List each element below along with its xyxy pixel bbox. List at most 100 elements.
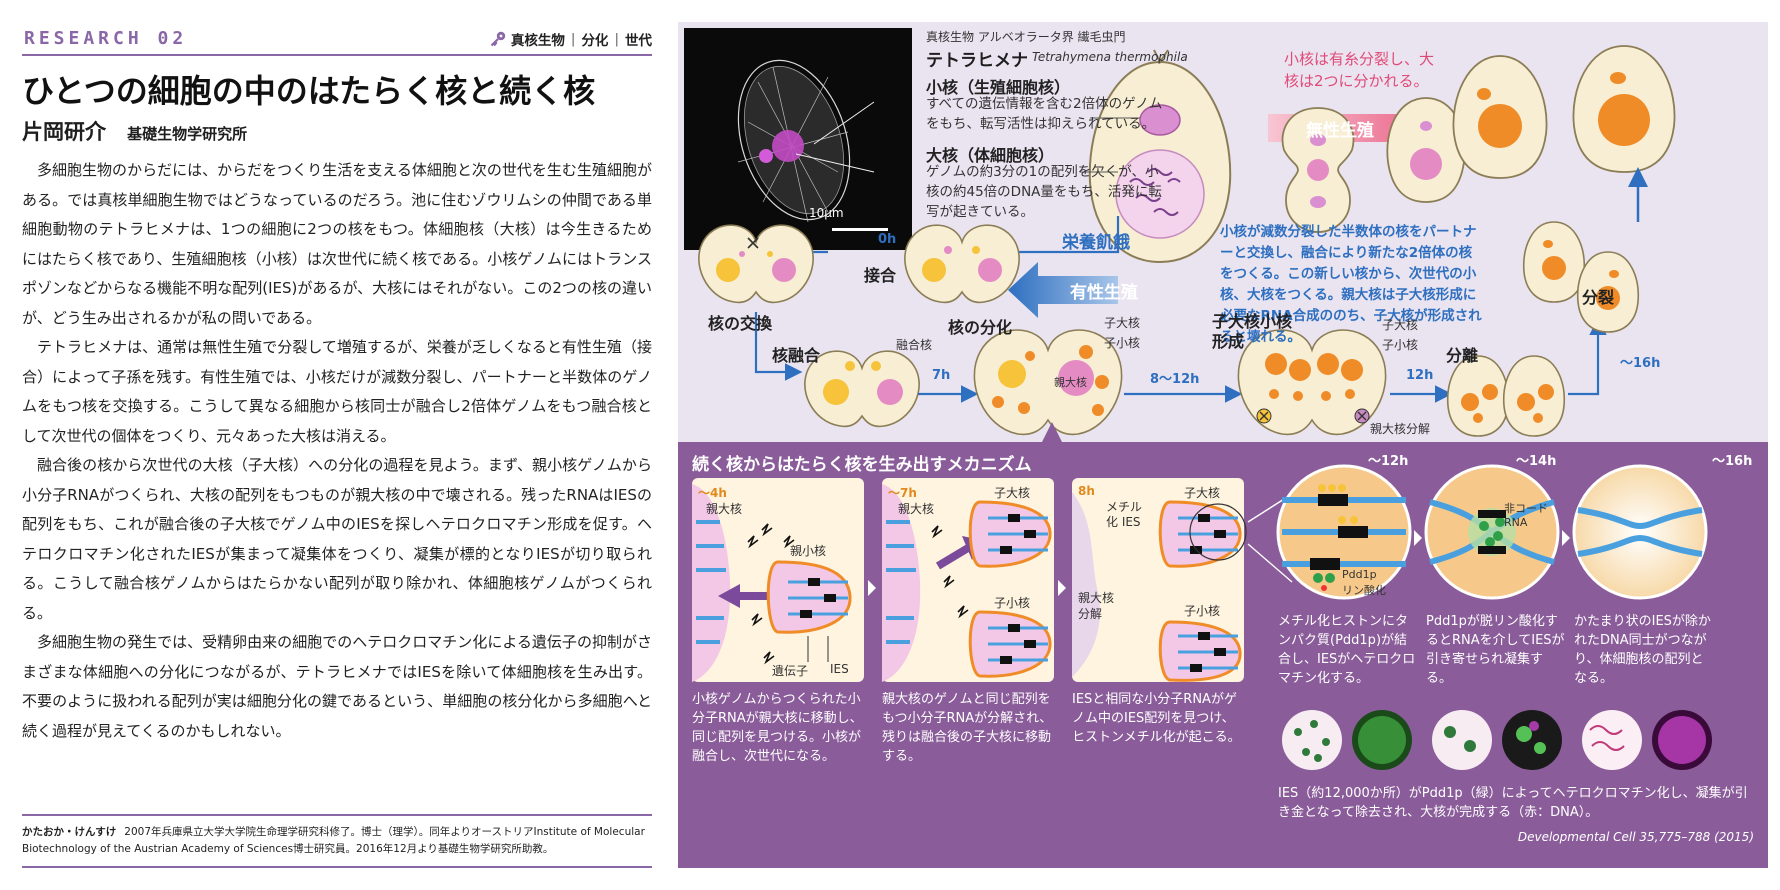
panel2-time: 〜7h xyxy=(888,486,917,500)
circle1-time: 〜12h xyxy=(1368,454,1409,469)
dividing-cell xyxy=(1281,107,1355,233)
paragraph: テトラヒメナは、通常は無性生殖で分裂して増殖するが、栄養が乏しくなると有性生殖（… xyxy=(22,338,652,445)
tag-separator: | xyxy=(614,31,619,47)
stage-conjugation: 接合 xyxy=(864,266,897,285)
zoom-circle-14h xyxy=(1424,464,1560,600)
panel2-parental-macro: 親大核 xyxy=(898,502,935,516)
rna-transfer-arrowhead xyxy=(718,584,740,608)
tag-eukaryote: 真核生物 xyxy=(510,33,565,49)
stage-differentiation: 核の分化 xyxy=(948,318,1013,337)
dna-strands xyxy=(886,520,916,644)
child-micro-label: 子小核 xyxy=(1104,336,1141,350)
panel3-caption: IESと相同な小分子RNAがゲノム中のIES配列を見つけ、ヒストンメチル化が起こ… xyxy=(1072,692,1241,745)
panel1-caption: 小核ゲノムからつくられた小分子RNAが親大核に移動し、同じ配列を見つける。小核が… xyxy=(692,692,863,764)
section-label: RESEARCH 02 xyxy=(24,28,188,49)
zoom-connector xyxy=(1247,543,1293,583)
species-latin-name: Tetrahymena thermophila xyxy=(1032,50,1188,64)
dna-strands xyxy=(696,520,726,644)
macronucleus-description: ゲノムの約3分の1の配列を欠くが、小核の約45倍のDNA量をもち、活発に転写が起… xyxy=(926,164,1162,220)
child-macro-label: 子大核 xyxy=(1104,316,1141,330)
asexual-note: 小核は有糸分裂し、大核は2つに分かれる。 xyxy=(1284,50,1435,90)
figure-panel: 10μm 真核生物 アルベオラータ界 繊毛虫門 テトラヒメナ Tetrahyme… xyxy=(678,22,1768,868)
micrograph-cell xyxy=(737,59,851,223)
micrograph-leader xyxy=(795,153,875,173)
panel-arrow xyxy=(1562,530,1570,546)
scale-bar-label: 10μm xyxy=(809,206,844,220)
daughter-cell xyxy=(1386,97,1466,203)
circle2-time: 〜14h xyxy=(1516,454,1557,469)
tag-differentiation: 分化 xyxy=(581,33,609,49)
parental-macronucleus-label: 親大核 xyxy=(1054,376,1087,389)
time-0h: 0h xyxy=(878,232,897,247)
stage-exchange: 核の交換 xyxy=(708,314,773,333)
rna-transfer-arrow xyxy=(935,544,971,570)
article-header-bar: RESEARCH 02 真核生物 | 分化 | 世代 xyxy=(22,22,652,56)
circle2-noncoding-rna: 非コード RNA xyxy=(1504,502,1548,529)
author-affiliation: 基礎生物学研究所 xyxy=(127,125,248,143)
bio-text: 2007年兵庫県立大学大学院生命理学研究科修了。博士（理学）。同年よりオーストリ… xyxy=(22,826,645,855)
fused-nucleus-label: 融合核 xyxy=(896,338,933,352)
panel1-time: 〜4h xyxy=(698,486,727,500)
tetrahymena-cell xyxy=(1080,49,1232,264)
article-column: RESEARCH 02 真核生物 | 分化 | 世代 ひとつの細胞の中のはたらく… xyxy=(22,22,652,872)
paragraph: 多細胞生物のからだには、からだをつくり生活を支える体細胞と次の世代を生む生殖細胞… xyxy=(22,161,652,327)
parental-macronucleus-region xyxy=(692,484,731,682)
zoom-circle xyxy=(1189,503,1247,561)
key-icon xyxy=(490,31,506,47)
fission-cell xyxy=(1522,221,1586,303)
scale-bar xyxy=(832,228,888,231)
panel3-methylated-ies: メチル化 IES xyxy=(1106,500,1143,529)
stage-fission: 分裂 xyxy=(1582,288,1615,307)
time-7h: 7h xyxy=(932,368,951,383)
panel3-parental-macro-breakdown: 親大核 分解 xyxy=(1078,591,1115,621)
figure-diagram xyxy=(678,22,1768,868)
stage-separation: 分離 xyxy=(1446,346,1479,365)
tag-separator: | xyxy=(570,31,576,47)
panel3-child-micro: 子小核 xyxy=(1184,604,1221,618)
stage-fusion: 核融合 xyxy=(772,346,821,365)
species-name: テトラヒメナ xyxy=(926,51,1028,71)
author-name: 片岡研介 xyxy=(22,120,106,144)
taxonomy-label: 真核生物 アルベオラータ界 繊毛虫門 xyxy=(926,30,1126,44)
mechanism-pointer xyxy=(1042,422,1062,442)
time-12h: 12h xyxy=(1406,368,1434,383)
circle1-phosphorylation: リン酸化 xyxy=(1342,584,1386,597)
circle3-time: 〜16h xyxy=(1712,454,1753,469)
dna-strands xyxy=(988,514,1048,554)
sexual-arrow xyxy=(1008,262,1118,318)
panel-arrow xyxy=(868,580,876,596)
time-16h: 〜16h xyxy=(1620,356,1661,371)
circle1-caption: メチル化ヒストンにタンパク質(Pdd1p)が結合し、IESがヘテロクロマチン化す… xyxy=(1278,614,1416,686)
panel1-ies: IES xyxy=(830,662,849,676)
separated-cell xyxy=(1446,355,1510,437)
micrograph-leader xyxy=(813,101,875,145)
conjugating-pair xyxy=(698,224,814,304)
parental-macronucleus-region xyxy=(882,484,921,682)
circle3-caption: かたまり状のIESが除かれたDNA同士がつながり、体細胞核の配列となる。 xyxy=(1574,614,1711,686)
stage-formation: 子大核小核 形成 xyxy=(1212,312,1293,351)
daughter-cell xyxy=(1452,55,1548,179)
conjugating-pair xyxy=(904,224,1020,304)
small-rna-marks xyxy=(931,525,969,619)
differentiation-pair xyxy=(973,329,1123,436)
panel3-time: 8h xyxy=(1078,484,1095,498)
panel1-parental-micro: 親小核 xyxy=(790,544,827,558)
parental-macronucleus-breakdown xyxy=(1072,492,1100,677)
asexual-label: 無性生殖 xyxy=(1306,121,1374,141)
circle1-pdd1p: Pdd1p xyxy=(1342,568,1377,581)
starvation-label: 栄養飢餓 xyxy=(1062,233,1130,253)
byline: 片岡研介 基礎生物学研究所 xyxy=(22,116,247,146)
separated-cell xyxy=(1502,355,1566,437)
dna-strands xyxy=(788,578,848,618)
article-title: ひとつの細胞の中のはたらく核と続く核 xyxy=(22,72,596,110)
article-body: 多細胞生物のからだには、からだをつくり生活を支える体細胞と次の世代を生む生殖細胞… xyxy=(22,156,652,746)
mechanism-title: 続く核からはたらく核を生み出すメカニズム xyxy=(692,455,1032,475)
zoom-circle-16h xyxy=(1572,464,1708,600)
dna-strands xyxy=(988,624,1048,664)
panel2-child-macro: 子大核 xyxy=(994,486,1031,500)
time-8-12h: 8〜12h xyxy=(1150,372,1200,387)
tag-generation: 世代 xyxy=(625,33,652,49)
panel1-parental-macro: 親大核 xyxy=(706,502,743,516)
formation-pair xyxy=(1237,329,1387,436)
